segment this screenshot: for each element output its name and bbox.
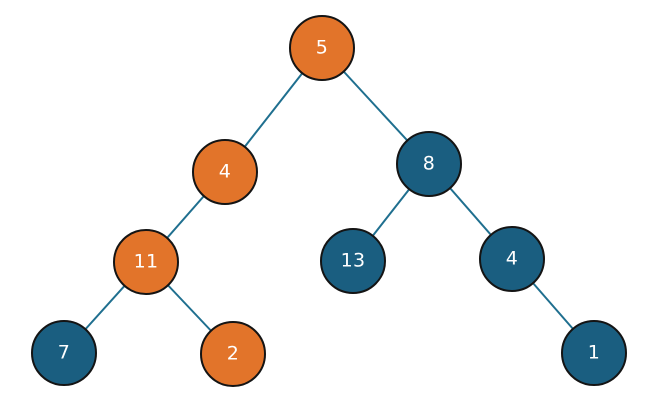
tree-node-label: 4 (218, 160, 232, 182)
tree-node-label: 1 (587, 341, 601, 363)
tree-node[interactable]: 7 (31, 320, 97, 386)
tree-node[interactable]: 4 (192, 139, 258, 205)
tree-node-label: 4 (505, 247, 519, 269)
tree-node[interactable]: 11 (113, 229, 179, 295)
tree-node[interactable]: 2 (200, 321, 266, 387)
tree-node[interactable]: 8 (396, 131, 462, 197)
tree-node-label: 2 (226, 342, 240, 364)
tree-node-label: 5 (315, 36, 329, 58)
tree-node[interactable]: 1 (561, 320, 627, 386)
tree-node[interactable]: 4 (479, 226, 545, 292)
tree-node-label: 13 (340, 249, 366, 271)
tree-node-label: 8 (422, 152, 436, 174)
tree-node[interactable]: 5 (289, 15, 355, 81)
tree-node[interactable]: 13 (320, 228, 386, 294)
tree-node-label: 11 (133, 250, 159, 272)
tree-node-label: 7 (57, 341, 71, 363)
